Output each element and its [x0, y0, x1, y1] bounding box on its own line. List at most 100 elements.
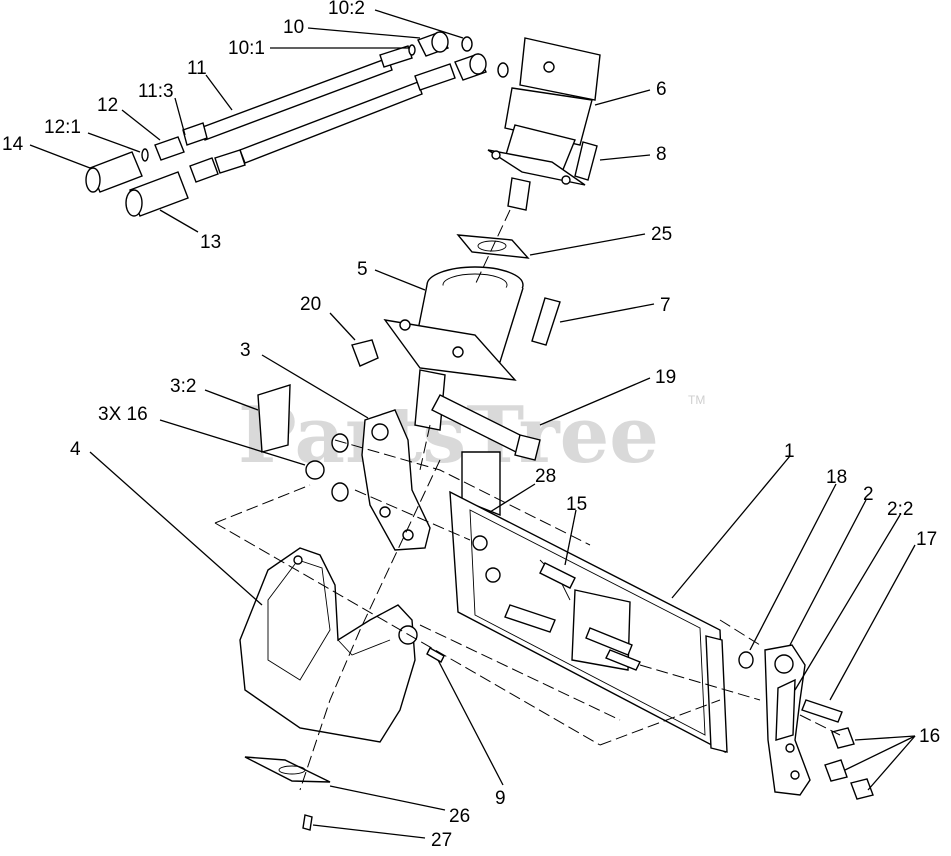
hydraulic-motor-6 [487, 37, 601, 211]
nut-20 [351, 339, 379, 367]
callout-28: 28 [535, 466, 556, 487]
callout-12: 12 [97, 95, 118, 116]
bracket-2 [764, 644, 811, 796]
motor-flange-hole-right [561, 175, 571, 185]
nut-16-right-b [824, 759, 848, 782]
nut-16-a [331, 433, 349, 453]
hose-fitting-lower [414, 63, 456, 91]
align-line-3 [599, 699, 721, 746]
frame-1 [449, 451, 728, 754]
bracket-2-hole [774, 654, 794, 674]
bolt-17 [801, 699, 843, 723]
callout-25: 25 [651, 224, 672, 245]
bracket-2-hole-low-2 [790, 770, 800, 780]
housing-bolt-1 [399, 319, 411, 331]
gasket-25-hole [477, 240, 507, 252]
align-line-9 [719, 619, 761, 646]
callout-1: 1 [784, 441, 795, 462]
chute-4-edge [337, 639, 391, 656]
callout-2: 2 [863, 484, 874, 505]
callout-27: 27 [431, 830, 452, 851]
callout-4: 4 [70, 439, 81, 460]
hose-11-upper [199, 57, 393, 141]
align-line-10 [799, 714, 841, 736]
bracket-3-hole-mid [379, 506, 391, 518]
gearbox-housing-5 [383, 266, 524, 431]
nut-16-right-a [831, 727, 855, 749]
elbow-fitting-lower-end [469, 53, 487, 75]
elbow-fitting-10-end [431, 31, 449, 53]
bracket-3-hole-top [371, 423, 389, 441]
chute-4-stud [293, 555, 303, 565]
callout-10: 10 [283, 17, 304, 38]
decal-2-2 [775, 678, 796, 741]
watermark-trademark: TM [688, 393, 705, 407]
o-ring-10-1 [408, 44, 416, 56]
decal-3-2 [257, 384, 291, 453]
fitting-12 [154, 136, 185, 161]
align-line-5 [354, 489, 471, 541]
align-line-7 [299, 459, 441, 791]
callout-26: 26 [449, 806, 470, 827]
callout-10-2: 10:2 [328, 0, 365, 19]
decal-28 [504, 604, 556, 633]
callout-15: 15 [566, 494, 587, 515]
washer-16-b [305, 460, 325, 480]
housing-bolt-2 [452, 346, 464, 358]
callout-9: 9 [495, 788, 506, 809]
chute-4 [239, 547, 418, 743]
align-line-2 [214, 522, 601, 746]
hose-assembly [85, 31, 509, 217]
frame-handle [461, 451, 501, 517]
bolt-8 [574, 141, 598, 181]
screw-27 [302, 814, 313, 831]
plate-26-hole [278, 765, 306, 775]
callout-11: 11 [187, 58, 207, 79]
o-ring-lower [497, 62, 509, 78]
bolt-19-head [514, 434, 541, 461]
quick-coupler-13-end [125, 189, 143, 217]
chute-4-body [239, 547, 416, 743]
callout-7: 7 [660, 295, 671, 316]
align-line-12 [419, 424, 431, 471]
callout-20: 20 [300, 294, 321, 315]
bracket-2-hole-low-1 [785, 743, 795, 753]
callout-3-2: 3:2 [170, 376, 196, 397]
plate-26 [244, 756, 331, 783]
frame-1-end-plate [705, 635, 728, 753]
nut-16-right-c [850, 778, 874, 800]
bracket-3-body [361, 409, 431, 551]
callout-6: 6 [656, 79, 667, 100]
callout-3x16: 3X 16 [98, 404, 148, 425]
alignment-lines [214, 209, 841, 791]
pin-9 [426, 647, 445, 663]
o-ring-10-2 [461, 36, 473, 52]
frame-1-inner [469, 509, 706, 736]
frame-nut-2 [485, 567, 501, 583]
callout-11-3: 11:3 [138, 81, 174, 102]
hose-end-upper [182, 122, 208, 146]
callout-16: 16 [919, 726, 940, 747]
frame-pin-upper [585, 627, 633, 656]
callout-17: 17 [916, 529, 937, 550]
callout-3: 3 [240, 340, 251, 361]
frame-nut-1 [472, 535, 488, 551]
spacer-18 [738, 651, 754, 669]
bolt-15 [539, 562, 576, 589]
align-line-4 [334, 439, 591, 546]
motor-shaft [507, 177, 531, 211]
align-line-8 [639, 664, 761, 701]
frame-pin-lower [605, 649, 641, 671]
housing-flange [383, 319, 517, 381]
quick-coupler-14-end [85, 167, 101, 193]
motor-port [543, 61, 555, 73]
fitting-lower-left [189, 157, 219, 183]
nut-16-c [331, 482, 349, 502]
callout-8: 8 [656, 144, 667, 165]
align-line-6 [419, 624, 621, 721]
callout-19: 19 [655, 367, 676, 388]
leader-lines [29, 9, 916, 839]
o-ring-12-1 [141, 148, 149, 162]
callout-5: 5 [357, 259, 368, 280]
